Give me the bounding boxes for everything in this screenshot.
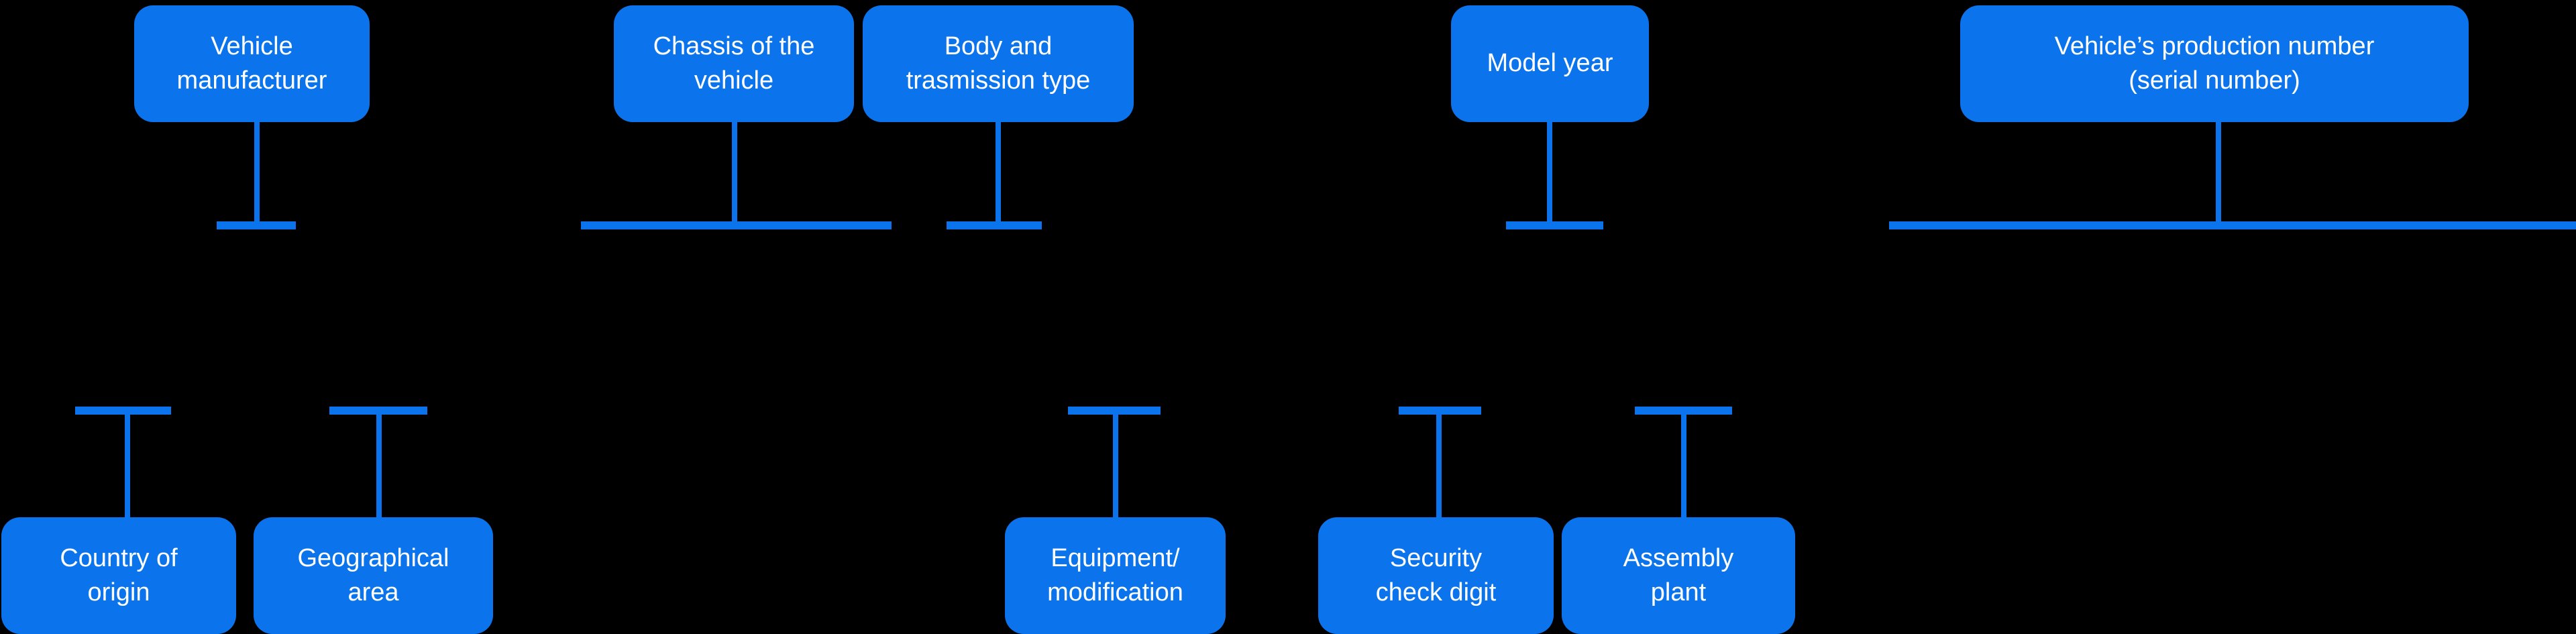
node-geographical-area: Geographical area bbox=[254, 517, 493, 634]
connector-cap-country-of-origin bbox=[75, 407, 171, 415]
connector-stem-vehicle-manufacturer bbox=[254, 122, 260, 221]
connector-stem-security-check-digit bbox=[1436, 415, 1442, 517]
connector-span-production-number bbox=[1889, 221, 2576, 229]
connector-cap-security-check-digit bbox=[1399, 407, 1481, 415]
node-vehicle-manufacturer: Vehicle manufacturer bbox=[134, 5, 370, 122]
connector-cap-vehicle-manufacturer bbox=[217, 221, 296, 229]
node-security-check-digit: Security check digit bbox=[1318, 517, 1554, 634]
connector-stem-chassis bbox=[732, 122, 737, 221]
node-body-and-transmission-type: Body and trasmission type bbox=[863, 5, 1134, 122]
connector-stem-model-year bbox=[1547, 122, 1552, 221]
connector-stem-body-transmission bbox=[996, 122, 1001, 221]
node-chassis-of-vehicle: Chassis of the vehicle bbox=[614, 5, 854, 122]
node-assembly-plant: Assembly plant bbox=[1562, 517, 1795, 634]
node-production-serial-number: Vehicle’s production number (serial numb… bbox=[1960, 5, 2469, 122]
connector-stem-assembly-plant bbox=[1681, 415, 1686, 517]
connector-cap-model-year bbox=[1506, 221, 1603, 229]
connector-cap-body-transmission bbox=[947, 221, 1042, 229]
node-country-of-origin: Country of origin bbox=[1, 517, 236, 634]
connector-span-chassis bbox=[581, 221, 892, 229]
connector-stem-country-of-origin bbox=[125, 415, 130, 517]
node-equipment-modification: Equipment/ modification bbox=[1005, 517, 1226, 634]
node-model-year: Model year bbox=[1451, 5, 1649, 122]
connector-stem-production-number bbox=[2216, 122, 2221, 221]
connector-stem-equipment-modification bbox=[1113, 415, 1118, 517]
connector-cap-assembly-plant bbox=[1635, 407, 1732, 415]
connector-stem-geographical-area bbox=[376, 415, 382, 517]
connector-cap-equipment-modification bbox=[1068, 407, 1161, 415]
connector-cap-geographical-area bbox=[329, 407, 427, 415]
